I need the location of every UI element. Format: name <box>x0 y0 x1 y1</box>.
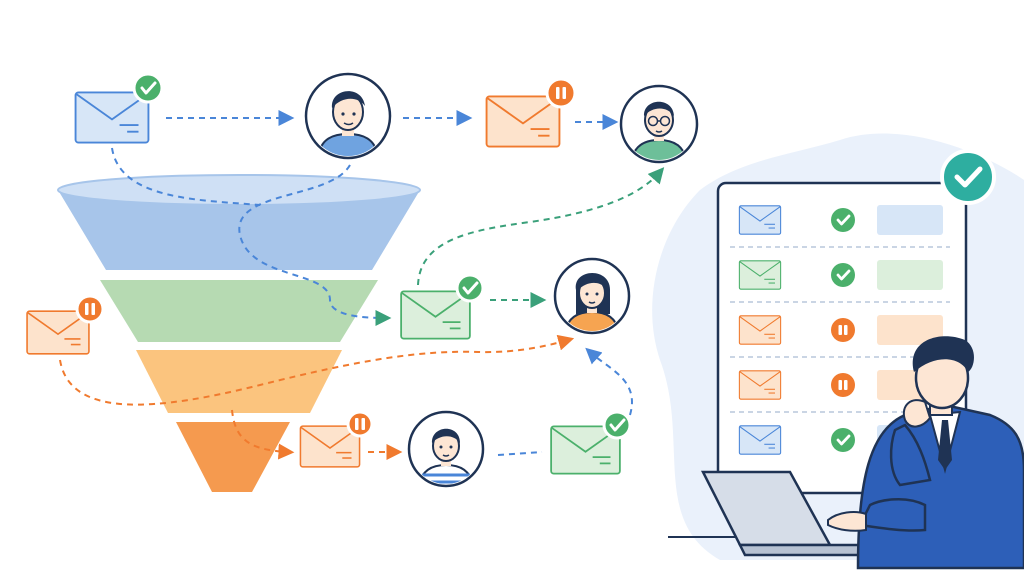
person-hand <box>827 511 867 532</box>
dashboard-row <box>730 315 950 358</box>
check-icon <box>132 72 164 104</box>
laptop <box>668 470 892 557</box>
email-blue-sent <box>75 92 149 143</box>
status-bar <box>877 315 943 345</box>
pause-icon <box>831 373 855 397</box>
envelope-icon <box>739 205 781 235</box>
flow-path <box>111 147 261 206</box>
check-icon <box>455 273 485 303</box>
envelope-icon <box>401 291 470 339</box>
person-forearm <box>889 423 932 487</box>
envelope-icon <box>739 370 781 400</box>
email-orange-paused <box>486 96 560 147</box>
envelope-icon <box>739 260 781 290</box>
envelope-icon <box>739 425 781 455</box>
person-hand-chin <box>902 399 932 428</box>
pause-icon <box>346 410 374 438</box>
check-icon <box>831 263 855 287</box>
pause-icon <box>831 318 855 342</box>
flow-arrow <box>497 451 543 456</box>
email-green-sent <box>401 291 470 339</box>
contact-avatar-woman <box>553 257 631 335</box>
dashboard-row <box>730 205 950 248</box>
status-bar <box>877 205 943 235</box>
marketing-funnel <box>57 174 421 492</box>
funnel-stage-bottom <box>176 422 290 492</box>
pause-icon <box>75 294 105 324</box>
envelope-icon <box>75 92 149 143</box>
person-arm <box>858 498 927 532</box>
status-bar <box>877 260 943 290</box>
flow-path <box>417 167 665 286</box>
check-icon <box>831 208 855 232</box>
person-tie <box>938 420 952 470</box>
person-hair <box>912 336 974 372</box>
envelope-icon <box>739 315 781 345</box>
flow-path <box>238 164 392 326</box>
check-icon <box>940 149 996 205</box>
flow-path <box>231 409 295 460</box>
funnel-stage-lower <box>136 350 342 413</box>
check-icon <box>831 428 855 452</box>
funnel-stage-middle <box>100 280 378 342</box>
contact-avatar-boy <box>407 410 485 488</box>
flow-path <box>585 347 633 416</box>
pause-icon <box>545 77 577 109</box>
business-person <box>827 336 1024 570</box>
funnel-rim <box>57 174 421 206</box>
contact-avatar-glasses <box>619 84 699 164</box>
contact-avatar-man <box>304 72 392 160</box>
check-icon <box>602 410 632 440</box>
dashboard-row <box>730 260 950 303</box>
envelope-icon <box>486 96 560 147</box>
flow-connectors <box>59 110 665 460</box>
